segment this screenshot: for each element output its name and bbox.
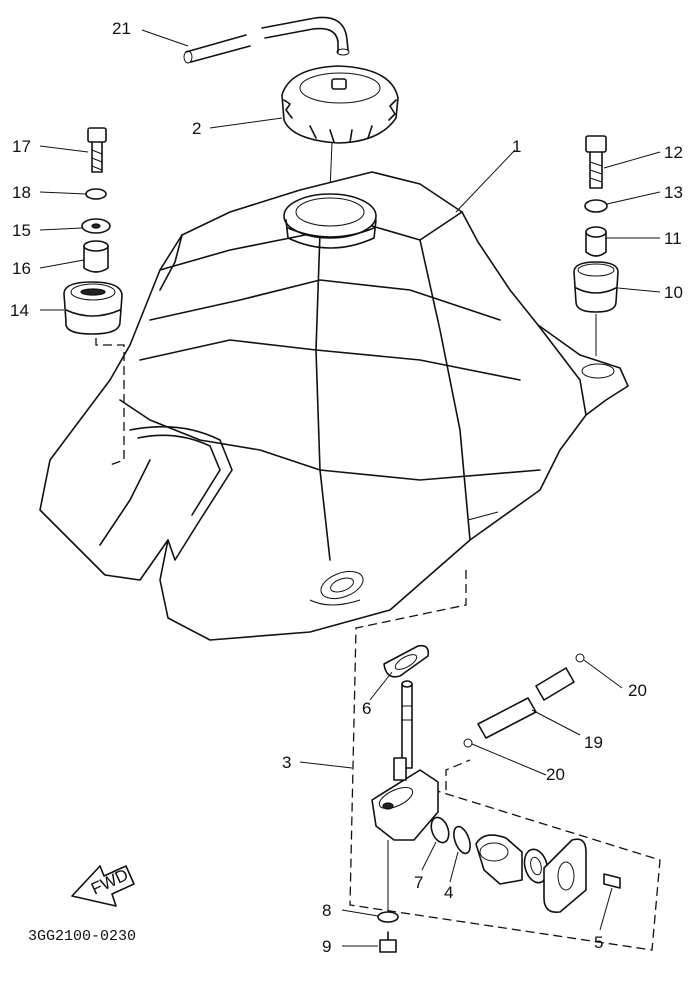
callout-21: 21	[112, 19, 131, 38]
fuel-cap	[281, 65, 399, 144]
forward-arrow: FWD	[71, 865, 135, 907]
callout-12: 12	[664, 143, 683, 162]
callout-20-top: 20	[628, 681, 647, 700]
callout-8: 8	[322, 901, 331, 920]
callout-13: 13	[664, 183, 683, 202]
callout-17: 17	[12, 137, 31, 156]
callout-19: 19	[584, 733, 603, 752]
callout-7: 7	[414, 873, 423, 892]
right-mount-hardware	[573, 135, 619, 313]
callout-1: 1	[512, 137, 521, 156]
callout-9: 9	[322, 937, 331, 956]
fuel-tank	[39, 171, 629, 641]
fuel-cock-assembly	[371, 644, 621, 953]
callouts: 21 2 1 17 18 15 16 14 12 13 11 10 3 6 20…	[10, 19, 683, 956]
callout-4: 4	[444, 883, 453, 902]
callout-18: 18	[12, 183, 31, 202]
callout-5: 5	[594, 933, 603, 952]
leader-lines	[39, 29, 661, 947]
callout-14: 14	[10, 301, 29, 320]
callout-20-bottom: 20	[546, 765, 565, 784]
vent-hose	[183, 16, 350, 64]
callout-3: 3	[282, 753, 291, 772]
left-mount-hardware	[63, 127, 123, 335]
callout-16: 16	[12, 259, 31, 278]
callout-15: 15	[12, 221, 31, 240]
callout-6: 6	[362, 699, 371, 718]
callout-2: 2	[192, 119, 201, 138]
callout-11: 11	[664, 229, 682, 248]
drawing-code: 3GG2100-0230	[28, 928, 136, 945]
callout-10: 10	[664, 283, 683, 302]
